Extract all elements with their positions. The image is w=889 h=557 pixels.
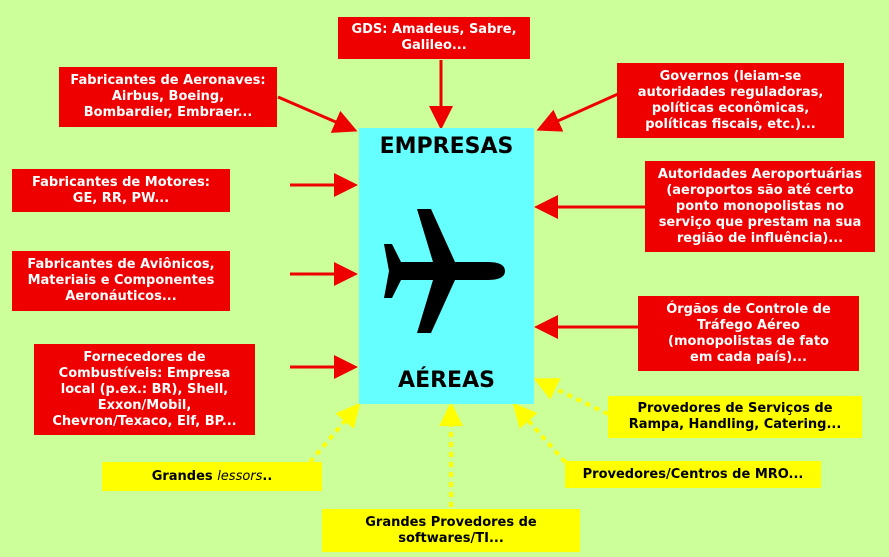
arrow-lessors <box>308 402 361 464</box>
arrow-ramp <box>533 378 609 416</box>
lessors-italic: lessors <box>217 468 263 484</box>
arrow-governments <box>536 92 619 132</box>
avionics-manufacturers-box: Fabricantes de Aviônicos, Materiais e Co… <box>12 251 230 311</box>
center-title-top: EMPRESAS <box>379 134 514 159</box>
center-title-bottom: AÉREAS <box>398 368 495 393</box>
mro-providers-box: Provedores/Centros de MRO... <box>565 461 821 488</box>
lessors-box: Grandes lessors.. <box>102 462 322 491</box>
aircraft-manufacturers-box: Fabricantes de Aeronaves: Airbus, Boeing… <box>59 67 277 127</box>
airplane-icon <box>384 209 505 333</box>
engine-manufacturers-box: Fabricantes de Motores: GE, RR, PW... <box>12 169 230 212</box>
lessors-suffix: .. <box>262 468 273 484</box>
arrow-aircraft <box>277 95 358 133</box>
software-providers-box: Grandes Provedores de softwares/TI... <box>322 509 580 552</box>
ramp-services-box: Provedores de Serviços de Rampa, Handlin… <box>608 396 862 438</box>
gds-box: GDS: Amadeus, Sabre, Galileo... <box>338 17 530 59</box>
governments-box: Governos (leiam-se autoridades regulador… <box>617 63 844 138</box>
airport-authorities-box: Autoridades Aeroportuárias (aeroportos s… <box>645 161 875 252</box>
airlines-box: EMPRESAS AÉREAS <box>359 128 534 404</box>
lessors-prefix: Grandes <box>151 468 218 484</box>
arrow-mro <box>512 403 567 464</box>
fuel-suppliers-box: Fornecedores de Combustíveis: Empresa lo… <box>34 344 255 435</box>
air-traffic-control-box: Órgãos de Controle de Tráfego Aéreo (mon… <box>638 296 859 371</box>
